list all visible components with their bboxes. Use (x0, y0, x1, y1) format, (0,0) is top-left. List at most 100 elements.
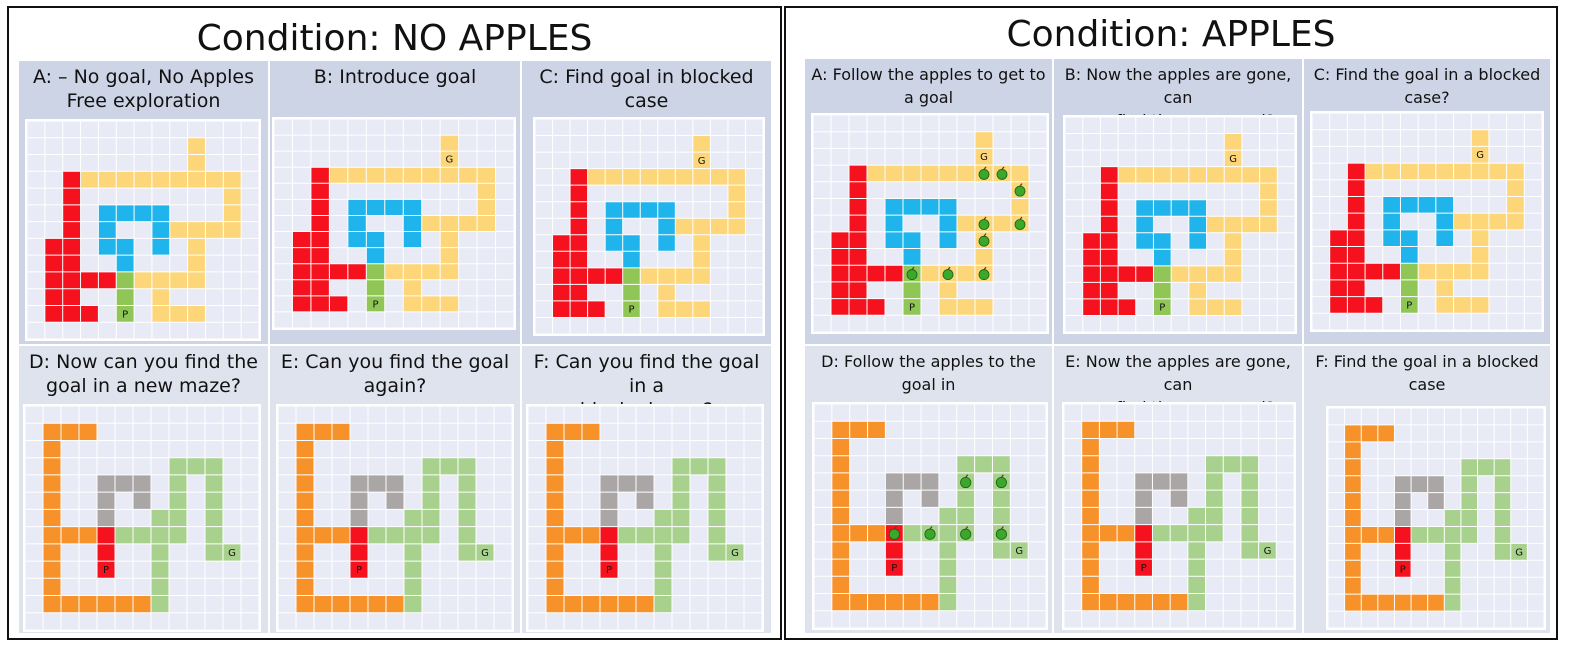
maze-cell-red (849, 215, 867, 232)
maze-cell-yellow (1171, 265, 1189, 283)
maze-cell-yellow (1188, 298, 1207, 316)
maze-cell-orange (1344, 577, 1362, 595)
maze-cell-yellow (347, 167, 367, 184)
maze-cell-orange (1117, 421, 1135, 439)
maze-cell-red (310, 263, 330, 280)
maze-cell-orange (1344, 424, 1362, 442)
maze-cell-blue (347, 199, 367, 216)
maze-cell-yellow (1471, 213, 1489, 230)
maze-cell-red (1082, 249, 1101, 266)
maze-cell-red (570, 234, 588, 252)
maze-cell-yellow (1471, 263, 1489, 280)
maze-cell-blue (1188, 199, 1207, 217)
maze-cell-gray (921, 490, 939, 508)
player-marker: P (1141, 563, 1147, 574)
maze-cell-yellow (1259, 199, 1278, 217)
apple-stem (965, 526, 969, 530)
maze-cell-red (1329, 279, 1348, 297)
maze-cell-orange (546, 474, 564, 493)
maze-cell-lightgreen (672, 457, 690, 475)
maze-cell-red (600, 561, 618, 579)
maze-cell-green (622, 300, 641, 318)
maze-cell-orange (618, 595, 636, 613)
maze-cell-blue (98, 238, 117, 256)
apple-stem (1019, 216, 1023, 220)
maze-cell-gray (97, 509, 115, 527)
apple-icon (995, 528, 1007, 540)
maze-cell-blue (657, 218, 676, 235)
maze-cell-red (310, 295, 330, 312)
maze-cell-orange (79, 526, 97, 544)
maze-cell-green (1153, 265, 1172, 283)
maze-cell-red (292, 263, 311, 280)
maze-cell-yellow (975, 298, 993, 316)
panel-title: A: Follow the apples to get to a goal (811, 65, 1046, 107)
maze-cell-yellow (187, 255, 206, 272)
maze-cell-lightgreen (151, 543, 169, 562)
maze-cell-orange (546, 543, 564, 562)
maze-cell-lightgreen (1494, 526, 1511, 544)
maze-cell-red (1394, 526, 1412, 544)
maze-cell-green (622, 284, 641, 301)
maze-cell-red (1100, 166, 1119, 184)
maze-cell-blue (640, 201, 658, 219)
maze-cell-red (44, 288, 63, 306)
maze-cell-gray (618, 474, 636, 493)
maze-cell-blue (885, 215, 903, 232)
maze-cell-red (849, 231, 867, 249)
maze-cell-lightgreen (404, 561, 422, 579)
maze-cell-lightgreen (690, 457, 708, 475)
maze-cell-orange (1081, 421, 1100, 439)
maze-cell-orange (43, 595, 61, 613)
maze-cell-yellow (80, 171, 99, 189)
maze-cell-gray (1170, 490, 1188, 508)
maze-cell-red (62, 204, 81, 222)
maze-grid: P (25, 119, 261, 341)
maze-cell-lightgreen (672, 492, 690, 510)
maze-cell-gray (97, 492, 115, 510)
maze-cell-red (1082, 282, 1101, 299)
maze-cell-lightgreen (708, 474, 726, 493)
maze-cell-gray (350, 509, 368, 527)
maze-cell-orange (1361, 594, 1378, 612)
maze-cell-orange (1344, 509, 1362, 527)
maze-cell-orange (314, 423, 332, 441)
maze-cell-orange (636, 595, 654, 613)
maze-cell-red (570, 185, 588, 202)
maze-cell-blue (1418, 196, 1436, 214)
maze-cell-orange (546, 440, 564, 458)
maze-cell-yellow (477, 215, 496, 232)
maze-cell-red (292, 279, 311, 296)
maze-cell-gray (350, 474, 368, 493)
maze-cell-yellow (1418, 263, 1436, 280)
maze-cell-blue (116, 204, 135, 222)
maze-cell-lightgreen (1240, 524, 1259, 542)
maze-cell-blue (903, 248, 921, 266)
maze-cell-red (62, 305, 81, 323)
maze-cell-red (570, 251, 588, 268)
maze-cell-red (1100, 249, 1119, 266)
maze-cell-gray (350, 492, 368, 510)
maze-svg: PG (813, 115, 1047, 332)
maze-cell-red (1347, 263, 1366, 280)
maze-cell-red (849, 265, 867, 282)
maze-cell-lightgreen (187, 457, 205, 475)
maze-cell-yellow (151, 271, 170, 289)
maze-cell-orange (831, 421, 850, 439)
maze-cell-lightgreen (938, 559, 957, 577)
maze-cell-orange (903, 593, 922, 611)
apple-stem (947, 266, 951, 270)
maze-cell-yellow (692, 168, 711, 186)
maze-cell-red (310, 215, 330, 232)
maze-cell-yellow (1506, 213, 1525, 230)
maze-cell-orange (296, 492, 314, 510)
maze-cell-lightgreen (1427, 526, 1445, 544)
maze-cell-lightgreen (708, 457, 726, 475)
maze-cell-yellow (957, 298, 975, 316)
maze-cell-lightgreen (938, 524, 957, 542)
apple-stem (983, 266, 987, 270)
maze-cell-yellow (1453, 296, 1472, 314)
maze-cell-yellow (1259, 183, 1278, 200)
maze-cell-lightgreen (169, 474, 187, 493)
